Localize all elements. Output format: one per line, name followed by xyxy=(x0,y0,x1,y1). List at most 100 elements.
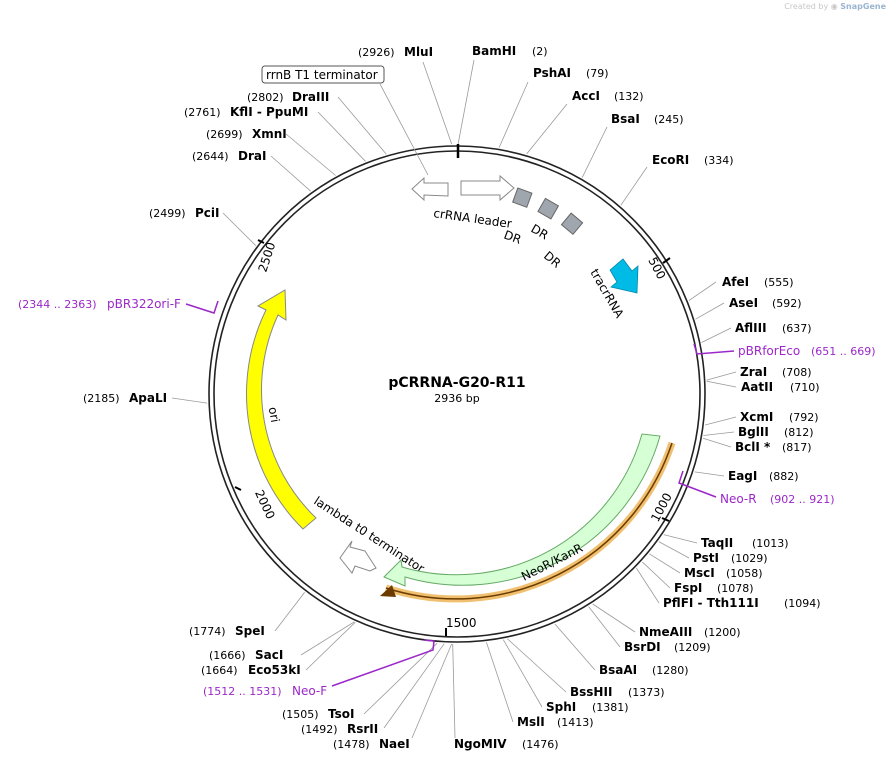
site-name-psti[interactable]: PstI xyxy=(693,551,719,565)
site-leader-line xyxy=(457,59,475,145)
site-leader-line xyxy=(702,437,732,448)
site-name-bsshii[interactable]: BssHII xyxy=(570,685,612,699)
site-name-sphi[interactable]: SphI xyxy=(546,700,576,714)
site-name-taqii[interactable]: TaqII xyxy=(701,536,733,550)
site-name-mlui[interactable]: MluI xyxy=(404,45,433,59)
site-leader-line xyxy=(337,96,387,155)
site-leader-line xyxy=(305,622,356,671)
site-name-asei[interactable]: AseI xyxy=(729,296,758,310)
site-leader-line xyxy=(636,567,660,604)
site-name-eagi[interactable]: EagI xyxy=(728,469,757,483)
site-name-xcmi[interactable]: XcmI xyxy=(740,410,773,424)
site-leader-line xyxy=(507,638,567,693)
site-name-ngomiv[interactable]: NgoMIV xyxy=(454,737,507,751)
site-name-saci[interactable]: SacI xyxy=(255,648,283,662)
site-leader-line xyxy=(658,541,690,559)
primer-range-neo-f: (1512 .. 1531) xyxy=(203,685,282,698)
site-name-aatii[interactable]: AatII xyxy=(741,380,773,394)
dr-label-3: DR xyxy=(541,249,563,271)
rrnb-leader-line xyxy=(379,83,429,176)
snapgene-logo-icon: ◉ xyxy=(830,2,838,11)
site-pos-ecori: (334) xyxy=(704,154,734,167)
crrna-leader-label: crRNA leader xyxy=(433,206,513,231)
primer-range-neo-r: (902 .. 921) xyxy=(770,493,835,506)
site-name-bsaai[interactable]: BsaAI xyxy=(599,663,637,677)
site-pos-naei: (1478) xyxy=(333,738,370,751)
site-name-bcli[interactable]: BclI * xyxy=(735,440,771,454)
site-leader-line xyxy=(285,133,336,176)
site-leader-line xyxy=(486,642,514,723)
site-leader-line xyxy=(363,642,438,715)
site-name-zrai[interactable]: ZraI xyxy=(740,365,767,379)
site-name-pshai[interactable]: PshAI xyxy=(533,66,571,80)
primer-name-pbrforeco[interactable]: pBRforEco xyxy=(738,344,800,358)
site-name-msci[interactable]: MscI xyxy=(684,566,715,580)
credit-brand: SnapGene xyxy=(840,2,886,11)
site-name-drai[interactable]: DraI xyxy=(238,149,266,163)
site-pos-afliii: (637) xyxy=(782,322,812,335)
site-name-bsrdi[interactable]: BsrDI xyxy=(624,640,661,654)
site-leader-line xyxy=(581,126,608,178)
neor-orf-line xyxy=(385,442,673,600)
site-name-naei[interactable]: NaeI xyxy=(379,737,410,751)
crrna-leader-arrow xyxy=(460,174,515,202)
primer-range-pbrforeco: (651 .. 669) xyxy=(811,345,876,358)
site-name-fspi[interactable]: FspI xyxy=(674,581,702,595)
site-name-pcii[interactable]: PciI xyxy=(195,206,220,220)
site-name-afliii[interactable]: AflIII xyxy=(735,321,767,335)
site-leader-line xyxy=(422,61,453,145)
site-name-spei[interactable]: SpeI xyxy=(235,624,265,638)
dr-label-1: DR xyxy=(502,228,523,247)
site-name-kfli-ppumi[interactable]: KflI - PpuMI xyxy=(230,105,308,119)
site-leader-line xyxy=(701,327,732,343)
primer-range-pbr322ori-f: (2344 .. 2363) xyxy=(18,298,97,311)
site-leader-lines xyxy=(171,59,737,739)
site-pos-bsai: (245) xyxy=(654,113,684,126)
site-name-nmeaiii[interactable]: NmeAIII xyxy=(639,625,692,639)
site-leader-line xyxy=(452,643,456,739)
site-pos-fspi: (1078) xyxy=(717,582,754,595)
site-leader-line xyxy=(526,103,568,155)
site-name-bglii[interactable]: BglII xyxy=(738,425,769,439)
site-pos-eagi: (882) xyxy=(769,470,799,483)
primer-name-pbr322ori-f[interactable]: pBR322ori-F xyxy=(107,297,181,311)
site-name-apali[interactable]: ApaLI xyxy=(129,391,167,405)
site-pos-apali: (2185) xyxy=(83,392,120,405)
site-name-pflfi-tth111i[interactable]: PflFI - Tth111I xyxy=(663,596,759,610)
site-pos-zrai: (708) xyxy=(782,366,812,379)
site-name-afei[interactable]: AfeI xyxy=(722,275,749,289)
primer-name-neo-r[interactable]: Neo-R xyxy=(720,492,757,506)
site-pos-bcli: (817) xyxy=(782,441,812,454)
site-pos-pcii: (2499) xyxy=(149,207,186,220)
site-name-bsai[interactable]: BsaI xyxy=(611,112,640,126)
site-name-msli[interactable]: MslI xyxy=(517,715,545,729)
tick-mark-2000 xyxy=(234,486,242,491)
neor-orf-arrowhead xyxy=(380,585,396,597)
site-pos-asei: (592) xyxy=(772,297,802,310)
site-pos-xcmi: (792) xyxy=(789,411,819,424)
site-leader-line xyxy=(588,606,621,648)
primer-name-neo-f[interactable]: Neo-F xyxy=(292,684,327,698)
site-name-xmni[interactable]: XmnI xyxy=(252,127,287,141)
site-name-acci[interactable]: AccI xyxy=(572,89,600,103)
site-name-ecori[interactable]: EcoRI xyxy=(652,153,689,167)
site-pos-bglii: (812) xyxy=(784,426,814,439)
primer-mark-neo-f xyxy=(331,639,435,687)
site-pos-bsshii: (1373) xyxy=(628,686,665,699)
site-leader-line xyxy=(554,623,596,671)
site-leader-line xyxy=(649,553,681,574)
site-pos-msli: (1413) xyxy=(557,716,594,729)
site-leader-line xyxy=(663,534,698,544)
site-leader-line xyxy=(502,639,543,708)
site-name-eco53ki[interactable]: Eco53kI xyxy=(248,663,301,677)
site-name-draiii[interactable]: DraIII xyxy=(292,90,329,104)
plasmid-name: pCRRNA-G20-R11 xyxy=(388,375,525,391)
primer-mark-neo-r xyxy=(678,470,717,498)
site-name-bamhi[interactable]: BamHI xyxy=(472,44,516,58)
site-pos-pshai: (79) xyxy=(586,67,609,80)
site-leader-line xyxy=(498,81,529,148)
site-name-tsoi[interactable]: TsoI xyxy=(328,707,354,721)
site-pos-mlui: (2926) xyxy=(358,46,395,59)
site-name-rsrii[interactable]: RsrII xyxy=(347,722,378,736)
